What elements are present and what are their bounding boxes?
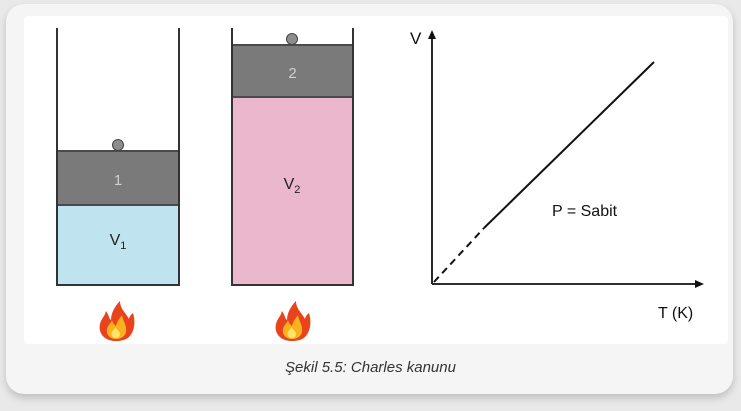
constant-pressure-annotation: P = Sabit	[552, 203, 618, 220]
figure-caption: Şekil 5.5: Charles kanunu	[0, 359, 741, 376]
x-axis-label: T (K)	[658, 305, 693, 322]
y-axis-label: V	[410, 29, 422, 48]
extrapolation-dashed-line	[434, 228, 484, 282]
